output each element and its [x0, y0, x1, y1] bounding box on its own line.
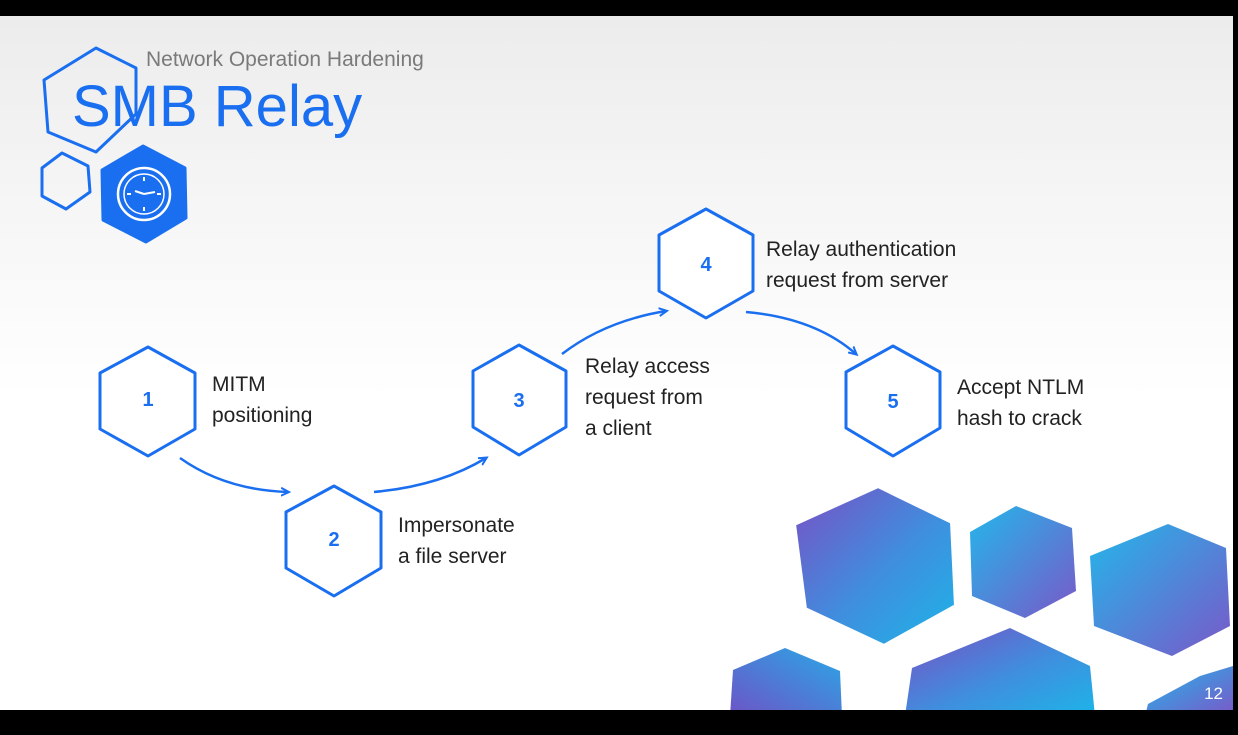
small-hex-outline [40, 151, 92, 211]
flow-arrows [179, 310, 856, 494]
step-number-5: 5 [887, 391, 899, 413]
step-label-3: Relay access request from a client [585, 355, 710, 440]
step-hexagon-2 [284, 484, 383, 598]
clock-icon [116, 166, 172, 222]
decorative-hexagons [730, 483, 1233, 710]
step-hexagon-1 [98, 345, 197, 458]
arrow-4-to-5 [745, 310, 856, 354]
arrow-3-to-4 [561, 311, 666, 355]
header-hex-outline [42, 46, 138, 154]
step-label-2: Impersonate a file server [398, 514, 515, 568]
slide-title: SMB Relay [72, 74, 363, 139]
step-number-3: 3 [513, 390, 525, 412]
step-number-2: 2 [328, 529, 340, 551]
step-number-1: 1 [142, 389, 154, 411]
step-label-4: Relay authentication request from server [766, 238, 957, 292]
page-number: 12 [1204, 684, 1223, 703]
slide-subtitle: Network Operation Hardening [146, 48, 424, 71]
step-hexagon-4 [657, 207, 755, 320]
arrow-1-to-2 [179, 456, 288, 492]
step-label-5: Accept NTLM hash to crack [957, 376, 1085, 430]
slide: Network Operation Hardening SMB Relay 1 … [0, 16, 1233, 710]
slide-graphics [40, 46, 1233, 710]
step-hexagon-5 [844, 344, 942, 458]
step-label-1: MITM positioning [212, 373, 313, 427]
step-number-4: 4 [700, 254, 712, 276]
arrow-2-to-3 [373, 458, 486, 494]
step-hexagon-3 [471, 343, 568, 457]
